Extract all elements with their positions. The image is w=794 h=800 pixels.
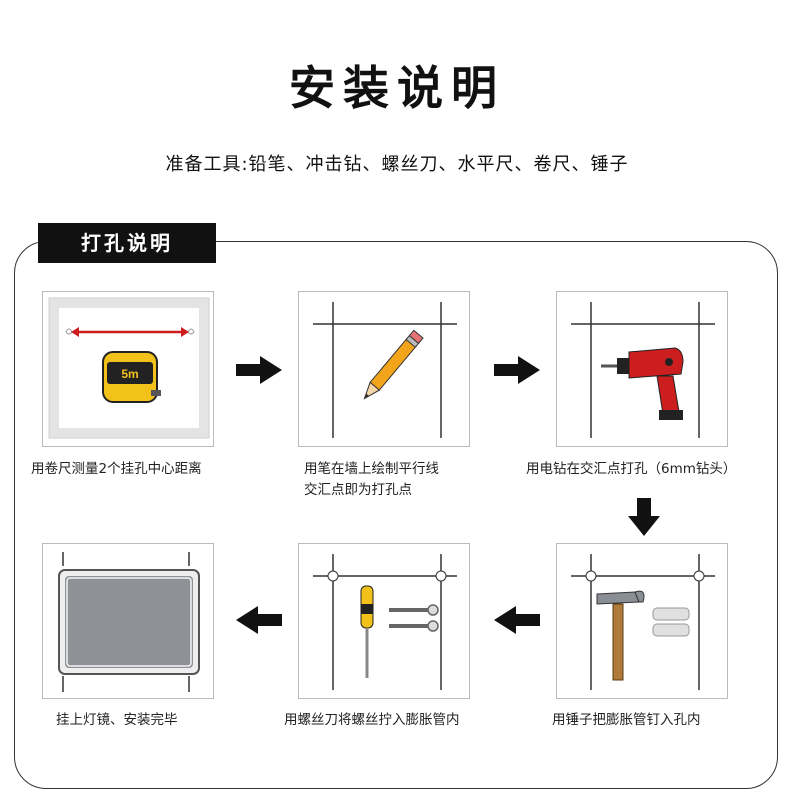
step-4-panel [556, 543, 728, 699]
screwdriver-icon [360, 585, 439, 678]
step-6-panel [42, 543, 214, 699]
arrow-right-icon [494, 356, 540, 384]
section-label: 打孔说明 [38, 223, 216, 263]
tools-list: 准备工具:铅笔、冲击钻、螺丝刀、水平尺、卷尺、锤子 [165, 154, 629, 175]
step-3-panel [556, 291, 728, 447]
instructions-frame [14, 241, 778, 789]
step-5-caption: 用螺丝刀将螺丝拧入膨胀管内 [284, 712, 460, 728]
arrow-right-icon [236, 356, 282, 384]
arrow-left-icon [236, 606, 282, 634]
step-1-panel: 5m [42, 291, 214, 447]
step-3-caption: 用电钻在交汇点打孔（6mm钻头） [526, 461, 737, 477]
step-1-caption: 用卷尺测量2个挂孔中心距离 [31, 461, 202, 477]
arrow-left-icon [494, 606, 540, 634]
pencil-icon [363, 329, 424, 400]
step-2-caption-line2: 交汇点即为打孔点 [304, 482, 412, 498]
arrow-down-icon [628, 498, 660, 536]
drill-icon [601, 347, 684, 420]
mirror-icon [58, 569, 200, 675]
step-2-panel [298, 291, 470, 447]
step-6-caption: 挂上灯镜、安装完毕 [56, 712, 178, 728]
hammer-icon [596, 590, 690, 681]
step-2-caption-line1: 用笔在墙上绘制平行线 [304, 461, 439, 477]
step-4-caption: 用锤子把膨胀管钉入孔内 [552, 712, 701, 728]
page-title: 安装说明 [289, 61, 505, 115]
tape-label: 5m [121, 367, 138, 381]
step-5-panel [298, 543, 470, 699]
tape-measure-icon: 5m [102, 351, 161, 403]
